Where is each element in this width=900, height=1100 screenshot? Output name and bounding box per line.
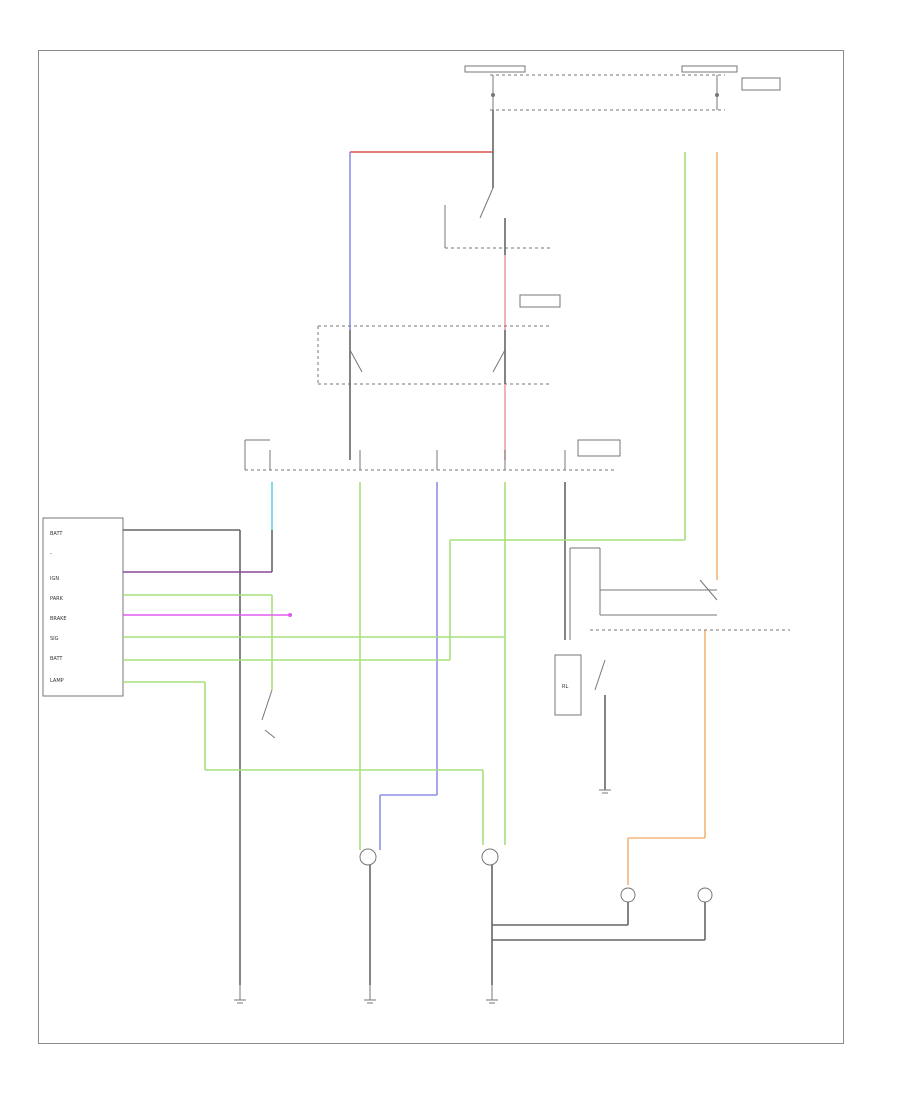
right-headlamp-icon [481, 848, 499, 866]
branch-wires [271, 482, 566, 845]
fuse-left-icon [491, 93, 495, 97]
junction-label-right [577, 439, 621, 457]
fuse-label-left [464, 65, 526, 73]
dimmer-right-contact-icon [492, 349, 506, 373]
ground-icon [364, 985, 376, 1004]
main-feed-wires [349, 110, 561, 330]
svg-text:SIG: SIG [50, 636, 59, 642]
module-box [42, 517, 124, 697]
svg-text:PARK: PARK [50, 596, 64, 602]
headlamp-relay: RL [554, 152, 790, 885]
park-brake-switch [261, 613, 292, 739]
fuse-label-right [681, 65, 738, 73]
middle-connector-bus [244, 439, 621, 471]
power-distribution-label [741, 77, 781, 91]
control-module: BATT - IGN PARK BRAKE SIG BATT LAMP [42, 517, 124, 697]
lamps [359, 770, 713, 985]
ground-icon [599, 789, 611, 794]
svg-text:-: - [50, 551, 52, 557]
svg-text:RL: RL [562, 684, 568, 690]
right-fog-lamp-icon [697, 887, 713, 903]
connector-label [519, 294, 561, 308]
relay-coil-box [554, 654, 582, 716]
diagram-border [38, 50, 844, 1044]
park-brake-switch-icon [261, 689, 273, 721]
connector-dot-icon [288, 613, 292, 617]
dimmer-switch [317, 325, 550, 460]
svg-text:BRAKE: BRAKE [50, 616, 67, 622]
svg-text:IGN: IGN [50, 576, 59, 582]
left-fog-lamp-icon [620, 887, 636, 903]
svg-text:BATT: BATT [50, 656, 63, 662]
svg-text:LAMP: LAMP [50, 678, 64, 684]
fuse-right-icon [715, 93, 719, 97]
top-fuse-panel [464, 65, 781, 111]
grounds [234, 789, 611, 1004]
ground-icon [486, 985, 498, 1004]
left-headlamp-icon [359, 848, 377, 866]
dimmer-left-contact-icon [349, 349, 363, 373]
svg-text:BATT: BATT [50, 531, 63, 537]
ground-icon [234, 985, 246, 1004]
relay-switch-icon [594, 659, 606, 691]
module-output-wires [123, 152, 686, 985]
headlamp-switch-icon [479, 187, 494, 219]
